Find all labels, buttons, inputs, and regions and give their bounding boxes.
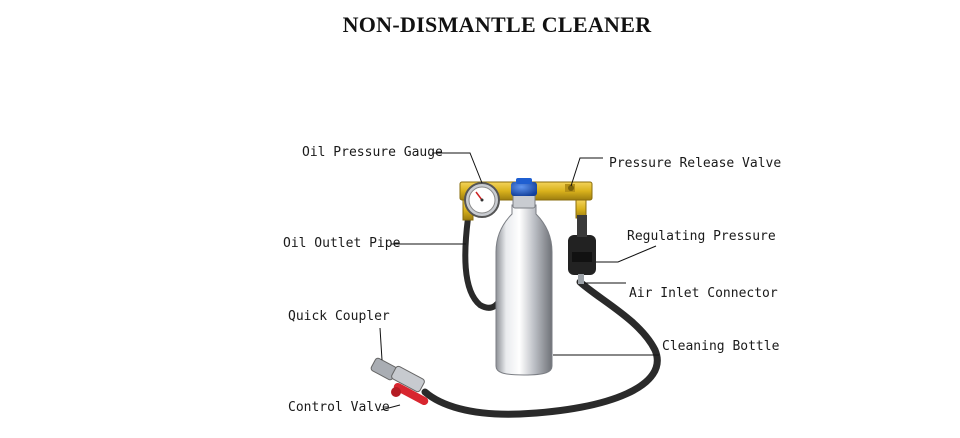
bottle-cap [511,178,537,196]
cleaning-bottle-shape [496,194,552,375]
label-oil-outlet-pipe: Oil Outlet Pipe [283,236,400,252]
label-air-inlet-connector: Air Inlet Connector [629,286,778,302]
label-quick-coupler: Quick Coupler [288,309,390,325]
label-cleaning-bottle: Cleaning Bottle [662,339,779,355]
label-control-valve: Control Valve [288,400,390,416]
pressure-regulator [568,215,596,284]
pressure-gauge [465,183,499,217]
label-regulating-pressure: Regulating Pressure [627,229,776,245]
leader-quick-coupler [380,328,382,360]
leader-regulating-pressure [596,246,656,262]
label-pressure-release-valve: Pressure Release Valve [609,156,781,172]
label-oil-pressure-gauge: Oil Pressure Gauge [302,145,443,161]
